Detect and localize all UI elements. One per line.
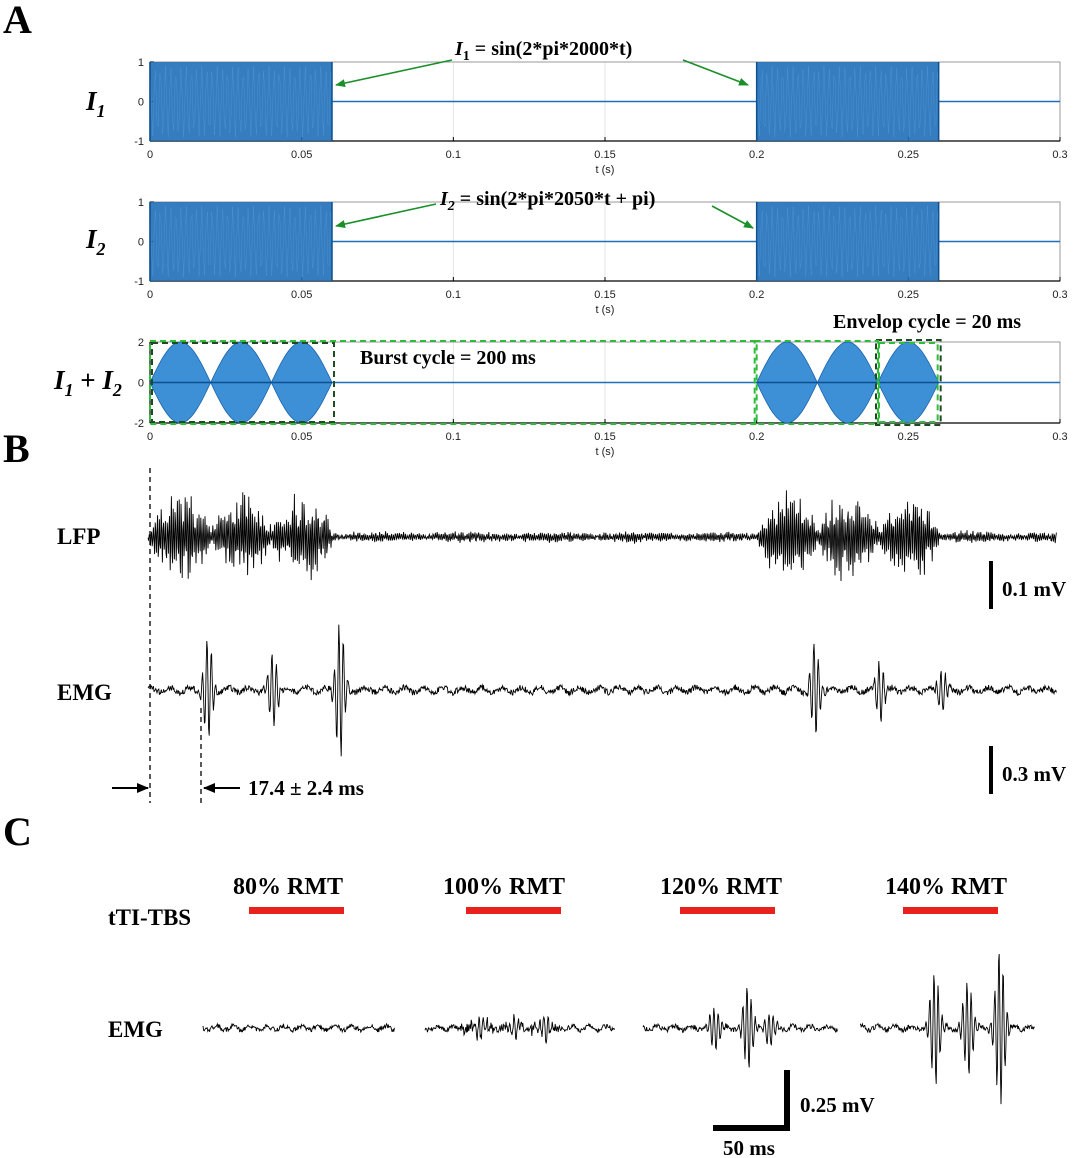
scale-bar-horizontal (713, 1125, 790, 1131)
x-tick-label: 0.25 (898, 289, 919, 301)
arrow-i1-right (682, 59, 749, 86)
y-tick-label: 2 (138, 337, 144, 349)
stim-bar-80 (249, 907, 344, 914)
scale-label-time: 50 ms (723, 1136, 775, 1158)
arrow-i2-right (711, 205, 754, 229)
stim-bar-120 (680, 907, 775, 914)
y-tick-label: -2 (134, 418, 144, 430)
panel-c-traces (202, 953, 1035, 1105)
x-tick-label: 0.15 (594, 149, 615, 161)
x-axis-label: t (s) (596, 164, 615, 176)
panel-label-a: A (3, 0, 32, 42)
stim-bar-100 (466, 907, 561, 914)
x-tick-label: 0.3 (1052, 149, 1067, 161)
lfp-scale-bar (989, 561, 993, 609)
condition-label-140: 140% RMT (885, 874, 1007, 900)
envelope-cycle-label: Envelop cycle = 20 ms (833, 311, 1021, 333)
burst-window-box (151, 342, 335, 423)
condition-label-100: 100% RMT (443, 874, 565, 900)
x-tick-label: 0.05 (291, 149, 312, 161)
panel-b-traces (147, 490, 1057, 757)
y-tick-label: 0 (138, 378, 144, 390)
x-tick-label: 0.2 (749, 289, 764, 301)
emg-scale-label: 0.3 mV (1002, 762, 1066, 786)
scale-label-voltage: 0.25 mV (800, 1093, 875, 1117)
carrier-pattern (149, 205, 333, 278)
emg-label-c: EMG (108, 1017, 163, 1042)
emg-trace-c-3 (859, 953, 1035, 1105)
lfp-label: LFP (57, 524, 100, 549)
x-tick-label: 0.05 (291, 289, 312, 301)
x-tick-label: 0.3 (1052, 289, 1067, 301)
lfp-scale-label: 0.1 mV (1002, 577, 1066, 601)
burst-cycle-label: Burst cycle = 200 ms (360, 347, 536, 369)
y-tick-label: 1 (138, 197, 144, 209)
x-tick-label: 0.1 (446, 431, 461, 443)
x-tick-label: 0 (147, 289, 153, 301)
x-tick-label: 0.15 (594, 431, 615, 443)
carrier-pattern (149, 65, 333, 138)
y-label-sum: I1 + I2 (53, 365, 122, 400)
x-tick-label: 0.1 (446, 289, 461, 301)
x-tick-label: 0.25 (898, 149, 919, 161)
emg-scale-bar (989, 746, 993, 794)
emg-trace-b (147, 624, 1057, 757)
x-axis-label: t (s) (596, 304, 615, 316)
x-tick-label: 0 (147, 149, 153, 161)
emg-trace-c-1 (424, 1014, 616, 1044)
arrow-i2-left (335, 203, 437, 228)
x-tick-label: 0.15 (594, 289, 615, 301)
emg-trace-c-2 (642, 987, 838, 1068)
equation-i2: I2 = sin(2*pi*2050*t + pi) (439, 188, 655, 214)
x-tick-label: 0.25 (898, 431, 919, 443)
carrier-pattern (756, 205, 939, 278)
x-axis-label: t (s) (596, 446, 615, 458)
scale-bar-vertical (784, 1070, 790, 1130)
x-tick-label: 0.3 (1052, 431, 1067, 443)
stim-bar-140 (903, 907, 998, 914)
stim-label: tTI-TBS (108, 905, 191, 930)
panel-label-b: B (3, 426, 30, 471)
envelope-cycle-box (878, 342, 939, 423)
burst-cycle-box (149, 340, 758, 425)
panel-label-c: C (3, 809, 32, 854)
x-tick-label: 0.2 (749, 149, 764, 161)
y-tick-label: -1 (134, 276, 144, 288)
lfp-trace (147, 490, 1057, 582)
emg-trace-c-0 (202, 1022, 395, 1034)
condition-label-120: 120% RMT (660, 874, 782, 900)
y-label-i1: I1 (85, 86, 106, 121)
carrier-pattern (756, 65, 939, 138)
y-label-i2: I2 (85, 224, 106, 259)
arrow-i1-left (335, 59, 453, 88)
y-tick-label: -1 (134, 136, 144, 148)
x-tick-label: 0 (147, 431, 153, 443)
condition-label-80: 80% RMT (233, 874, 343, 900)
y-tick-label: 1 (138, 57, 144, 69)
x-tick-label: 0.05 (291, 431, 312, 443)
equation-i1: I1 = sin(2*pi*2000*t) (454, 38, 632, 64)
latency-label: 17.4 ± 2.4 ms (248, 776, 364, 800)
y-tick-label: 0 (138, 237, 144, 249)
y-tick-label: 0 (138, 97, 144, 109)
x-tick-label: 0.2 (749, 431, 764, 443)
x-tick-label: 0.1 (446, 149, 461, 161)
emg-label-b: EMG (57, 680, 112, 705)
envelope-window-box (875, 339, 942, 426)
